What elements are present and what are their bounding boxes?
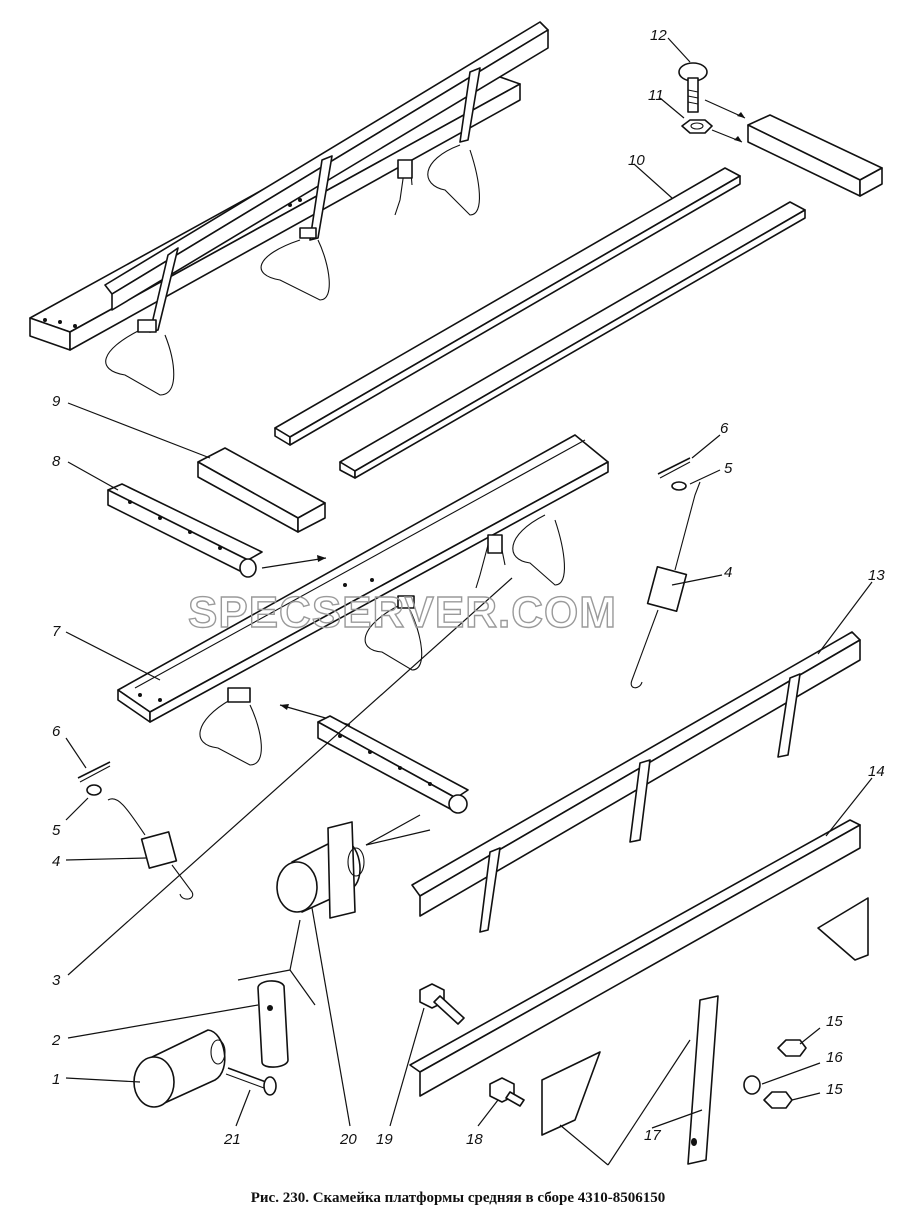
callout-6-left: 6 — [52, 723, 61, 740]
part-19-bolt — [419, 983, 465, 1025]
watermark: SPECSERVER.COM — [188, 588, 617, 637]
part-20-cap — [276, 821, 365, 919]
part-15-nut-lower — [763, 1091, 793, 1109]
part-4-turnbuckle-left — [107, 798, 194, 900]
callout-15-lower: 15 — [826, 1081, 843, 1098]
part-16-washer — [743, 1075, 761, 1095]
part-10-boards — [274, 167, 806, 479]
callout-7: 7 — [52, 623, 61, 640]
part-6-pin-right — [657, 457, 691, 479]
callout-5-right: 5 — [724, 460, 733, 477]
callout-4-right: 4 — [724, 564, 732, 581]
callout-14: 14 — [868, 763, 885, 780]
part-21-bolt — [225, 1067, 277, 1096]
callout-5-left: 5 — [52, 822, 61, 839]
callout-10: 10 — [628, 152, 645, 169]
callout-9: 9 — [52, 393, 61, 410]
part-18-bolt — [489, 1077, 525, 1107]
callout-16: 16 — [826, 1049, 843, 1066]
triangular-plate-lower — [541, 1051, 601, 1136]
part-17-strap — [687, 995, 719, 1165]
part-7-seat — [117, 434, 609, 766]
callout-13: 13 — [868, 567, 885, 584]
part-15-nut-upper — [777, 1039, 807, 1057]
callout-3: 3 — [52, 972, 61, 989]
lower-rail — [317, 715, 469, 814]
part-4-turnbuckle-right — [630, 481, 701, 689]
part-9-block — [197, 447, 326, 533]
callout-11: 11 — [648, 87, 664, 104]
part-8-rail — [107, 483, 263, 578]
callout-4-left: 4 — [52, 853, 60, 870]
callout-8: 8 — [52, 453, 61, 470]
part-12-bolt — [678, 62, 708, 113]
part-6-pin-left — [77, 761, 111, 783]
part-1-cap — [133, 1029, 226, 1108]
part-11-nut — [681, 119, 713, 134]
assembled-bench — [29, 21, 549, 396]
callout-6-right: 6 — [720, 420, 729, 437]
callout-15-upper: 15 — [826, 1013, 843, 1030]
callout-1: 1 — [52, 1071, 60, 1088]
callout-2: 2 — [51, 1032, 61, 1049]
top-bracket — [747, 114, 883, 197]
callout-20: 20 — [339, 1131, 357, 1148]
callout-12: 12 — [650, 27, 667, 44]
triangular-plate-right — [817, 897, 869, 961]
callout-19: 19 — [376, 1131, 393, 1148]
part-14-board — [409, 819, 861, 1097]
callout-21: 21 — [223, 1131, 241, 1148]
part-5-washer-left — [86, 784, 102, 796]
callout-17: 17 — [644, 1127, 661, 1144]
part-2-plate — [257, 980, 289, 1068]
part-13-back-board — [411, 631, 861, 933]
figure-caption: Рис. 230. Скамейка платформы средняя в с… — [250, 1190, 666, 1206]
callout-18: 18 — [466, 1131, 483, 1148]
part-5-washer-right — [671, 481, 687, 491]
